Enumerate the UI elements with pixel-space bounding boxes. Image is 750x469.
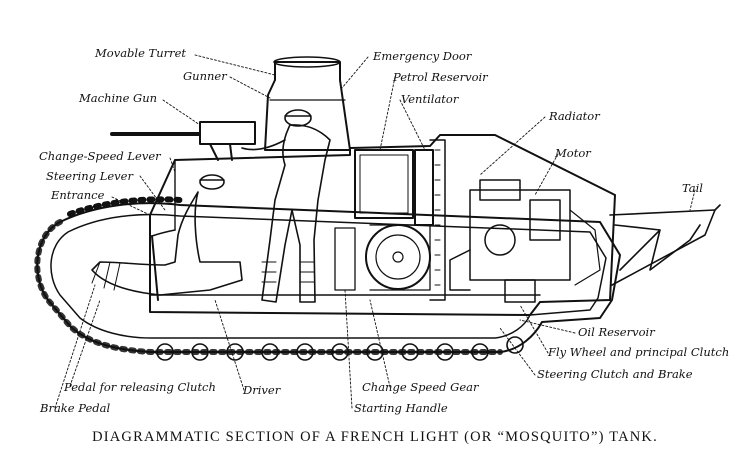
label-radiator: Radiator: [549, 109, 600, 123]
emergency-door: [354, 149, 414, 219]
driver-figure: [91, 174, 243, 301]
label-tail: Tail: [682, 181, 703, 195]
label-fly-wheel: Fly Wheel and principal Clutch: [548, 345, 730, 359]
track-outer: [36, 202, 621, 353]
gunner-figure: [241, 109, 331, 303]
motor: [449, 179, 601, 303]
label-starting-handle: Starting Handle: [354, 401, 448, 415]
label-gunner: Gunner: [183, 69, 227, 83]
label-steering-clutch: Steering Clutch and Brake: [537, 367, 693, 381]
label-brake-pedal: Brake Pedal: [40, 401, 111, 415]
diagram-caption: DIAGRAMMATIC SECTION OF A FRENCH LIGHT (…: [92, 429, 658, 445]
turret: [264, 61, 351, 151]
tail-frame: [609, 204, 721, 286]
machine-gun: [110, 121, 256, 161]
label-driver: Driver: [243, 383, 281, 397]
label-emergency-door: Emergency Door: [373, 49, 472, 63]
label-entrance: Entrance: [51, 188, 105, 202]
track-inner: [50, 213, 607, 339]
label-steering-lever: Steering Lever: [46, 169, 133, 183]
label-ventilator: Ventilator: [401, 92, 459, 106]
label-change-speed-lever: Change-Speed Lever: [39, 149, 161, 163]
label-movable-turret: Movable Turret: [95, 46, 187, 60]
label-pedal-clutch: Pedal for releasing Clutch: [64, 380, 216, 394]
label-change-speed-gear: Change Speed Gear: [362, 380, 479, 394]
road-wheels: [156, 336, 524, 361]
hull: [149, 134, 616, 316]
track-links: [34, 219, 503, 355]
label-motor: Motor: [555, 146, 591, 160]
label-petrol-reservoir: Petrol Reservoir: [393, 70, 488, 84]
label-machine-gun: Machine Gun: [79, 91, 158, 105]
label-oil-reservoir: Oil Reservoir: [578, 325, 655, 339]
radiator: [429, 139, 446, 301]
leader-lines: [54, 54, 696, 409]
